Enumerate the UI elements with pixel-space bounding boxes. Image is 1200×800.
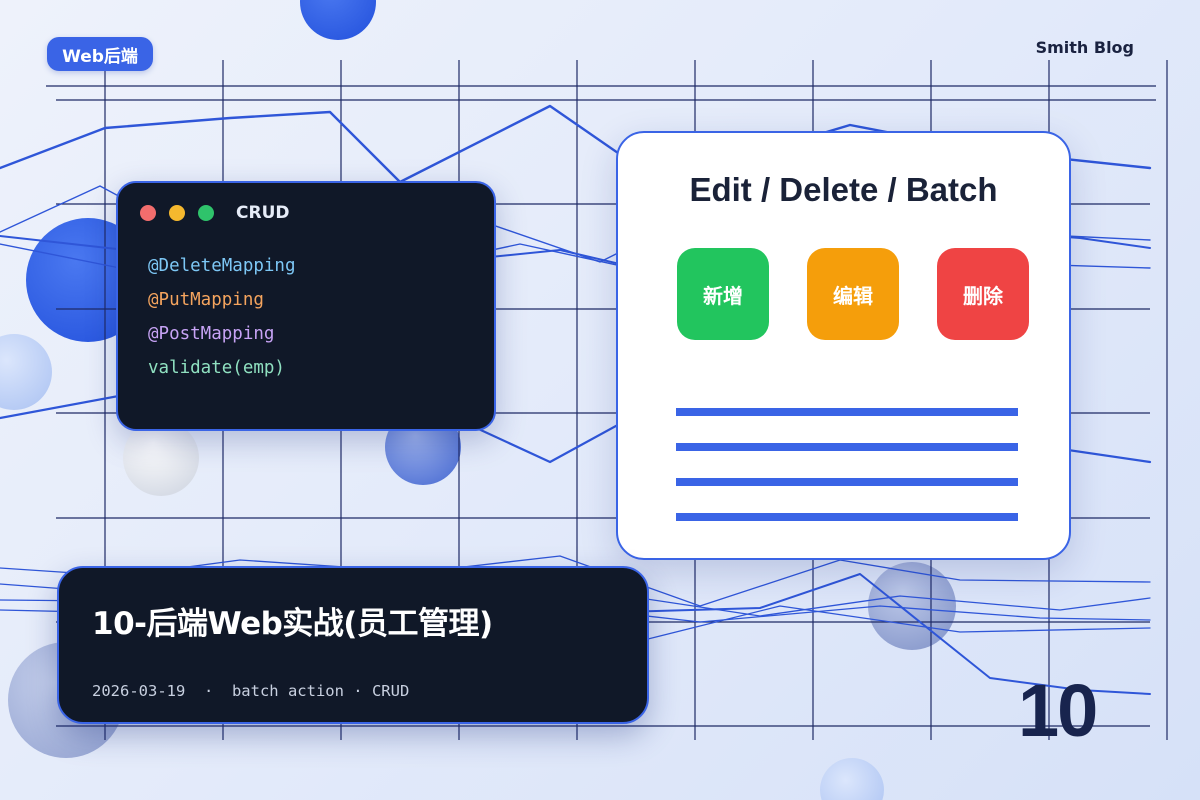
code-window-title: CRUD bbox=[236, 203, 290, 223]
post-title: 10-后端Web实战(员工管理) bbox=[92, 606, 493, 642]
code-line: validate(emp) bbox=[148, 358, 285, 378]
brand-name: Smith Blog bbox=[1035, 38, 1134, 57]
decor-circle bbox=[300, 0, 376, 40]
maximize-dot-icon bbox=[198, 205, 214, 221]
delete-button[interactable]: 删除 bbox=[937, 248, 1029, 340]
add-button[interactable]: 新增 bbox=[677, 248, 769, 340]
list-line bbox=[676, 408, 1018, 416]
ui-mock-title: Edit / Delete / Batch bbox=[689, 171, 998, 208]
close-dot-icon bbox=[140, 205, 156, 221]
title-card: 10-后端Web实战(员工管理) 2026-03-19 · batch acti… bbox=[57, 566, 649, 724]
window-controls bbox=[140, 205, 214, 221]
list-line bbox=[676, 443, 1018, 451]
code-line: @PostMapping bbox=[148, 324, 275, 344]
code-lines: @DeleteMapping @PutMapping @PostMapping … bbox=[148, 249, 296, 385]
code-line: @PutMapping bbox=[148, 290, 264, 310]
category-tag[interactable]: Web后端 bbox=[47, 37, 153, 71]
minimize-dot-icon bbox=[169, 205, 185, 221]
edit-button[interactable]: 编辑 bbox=[807, 248, 899, 340]
ui-mock-card: Edit / Delete / Batch 新增 编辑 删除 bbox=[616, 131, 1071, 560]
code-window: CRUD @DeleteMapping @PutMapping @PostMap… bbox=[116, 181, 496, 431]
list-line bbox=[676, 513, 1018, 521]
code-line: @DeleteMapping bbox=[148, 256, 296, 276]
episode-number: 10 bbox=[1018, 669, 1098, 752]
post-meta: 2026-03-19 · batch action · CRUD bbox=[92, 682, 410, 700]
list-line bbox=[676, 478, 1018, 486]
